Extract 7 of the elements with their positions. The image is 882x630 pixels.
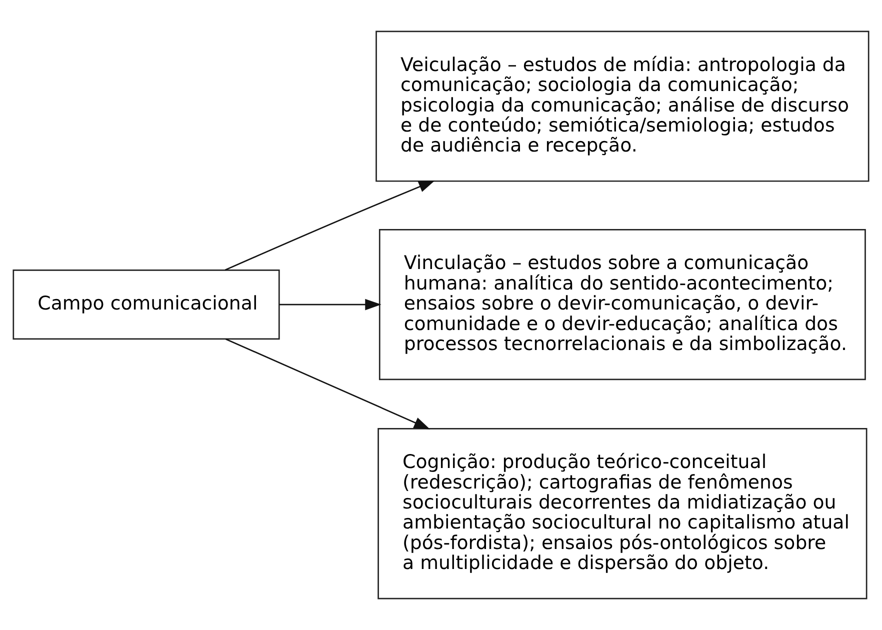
arrow xyxy=(224,180,435,271)
node-box: Vinculação – estudos sobre a comunicação humana: analítica do sentido-acontecimento; ensaios sobre o devir-comunicação, o devir-comunidade e o devir-educação; analítica dos processos tecnorrelacionais e da simbolização. xyxy=(378,229,866,380)
node-box: Cognição: produção teórico-conceitual (redescrição); cartografias de fenômenos socioculturais decorrentes da midiatização ou ambientação sociocultural no capitalismo atual (pós-fordista); ensaios pós-ontológicos sobre a multiplicidade e dispersão do objeto. xyxy=(378,428,868,600)
node-box: Veiculação – estudos de mídia: antropologia da comunicação; sociologia da comunicação; psicologia da comunicação; análise de discurso e de conteúdo; semiótica/semiologia; estudos de audiência e recepção. xyxy=(376,30,870,182)
arrow xyxy=(226,338,430,430)
node-box: Campo comunicacional xyxy=(12,269,280,340)
arrow xyxy=(280,298,382,310)
